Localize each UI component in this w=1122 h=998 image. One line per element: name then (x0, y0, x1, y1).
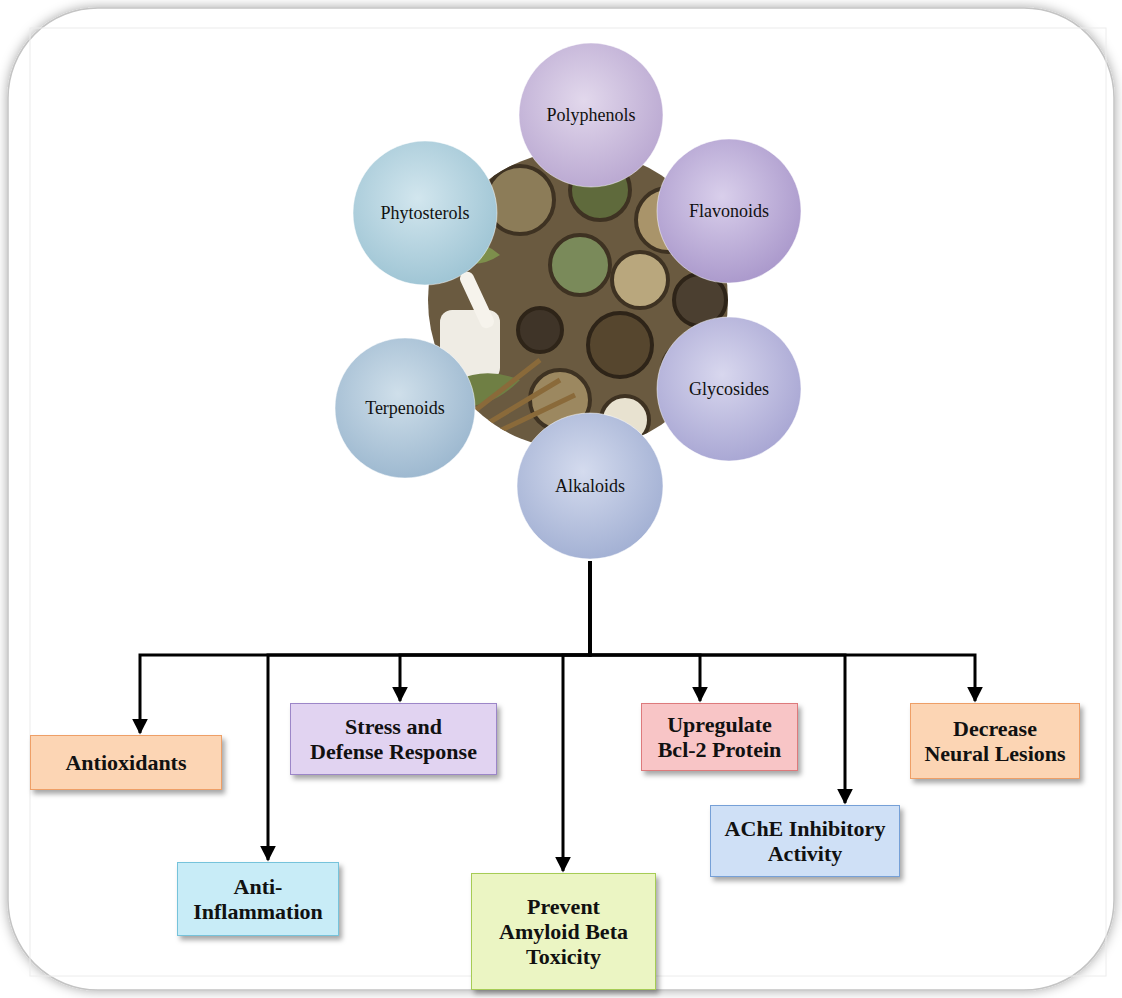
effect-box: AChE Inhibitory Activity (710, 805, 900, 877)
compound-label: Flavonoids (689, 201, 769, 222)
compound-circle: Terpenoids (334, 337, 476, 479)
effect-label: Prevent Amyloid Beta Toxicity (494, 894, 634, 970)
compound-circle: Phytosterols (352, 140, 498, 286)
inner-frame (30, 28, 1106, 976)
compound-circle: Glycosides (656, 316, 802, 462)
effect-box: Anti- Inflammation (177, 862, 339, 936)
compound-label: Terpenoids (365, 398, 445, 419)
circle-shape (335, 338, 475, 478)
circle-shape (519, 43, 663, 187)
effect-label: Antioxidants (38, 750, 214, 775)
herb-bowl (518, 308, 562, 352)
compound-circle: Alkaloids (516, 412, 664, 560)
connector-arrow (590, 561, 975, 701)
compound-label: Polyphenols (546, 105, 635, 126)
effect-box: Prevent Amyloid Beta Toxicity (471, 873, 656, 990)
compound-label: Alkaloids (555, 476, 625, 497)
effect-label: Decrease Neural Lesions (921, 716, 1069, 767)
circle-shape (517, 413, 663, 559)
connector-arrow (590, 561, 845, 803)
compound-label: Phytosterols (380, 203, 469, 224)
connector-arrow (563, 561, 590, 871)
effect-label: Anti- Inflammation (184, 874, 332, 925)
effect-label: Stress and Defense Response (308, 714, 479, 765)
herb-bowl (588, 313, 652, 377)
effect-box: Antioxidants (30, 735, 222, 790)
pestle (458, 270, 496, 330)
circle-shape (657, 317, 801, 461)
effect-box: Stress and Defense Response (290, 703, 497, 775)
circle-shape (657, 139, 801, 283)
effect-label: Upregulate Bcl-2 Protein (648, 712, 791, 763)
panel-frame (8, 8, 1114, 990)
herb-bowl (612, 252, 668, 308)
compound-circle: Flavonoids (656, 138, 802, 284)
connector-arrow (590, 561, 700, 701)
connector-arrow (268, 561, 590, 860)
effect-label: AChE Inhibitory Activity (717, 816, 893, 867)
circle-shape (353, 141, 497, 285)
herb-bowl (550, 235, 610, 295)
compound-label: Glycosides (689, 379, 769, 400)
effect-box: Decrease Neural Lesions (910, 703, 1080, 779)
effect-box: Upregulate Bcl-2 Protein (641, 703, 798, 771)
compound-circle: Polyphenols (518, 42, 664, 188)
